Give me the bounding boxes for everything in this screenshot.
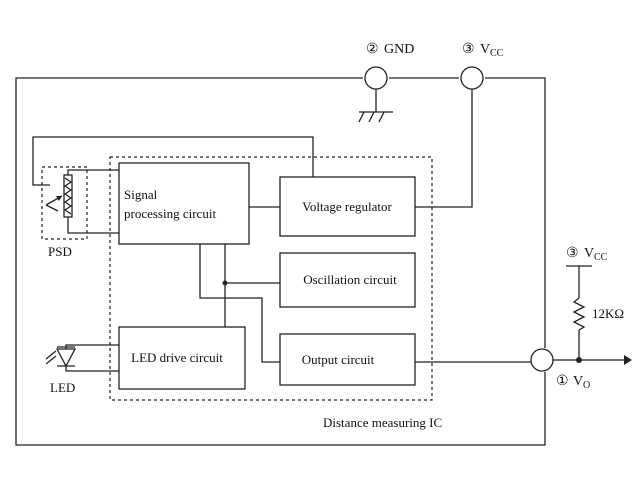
signal-processing-block [118,162,250,245]
oscillation-label: Oscillation circuit [303,272,397,287]
wire-signal-to-output [199,244,280,363]
psd-label: PSD [48,244,72,259]
output-arrow [624,355,632,365]
vcc-pin-subscript: CC [490,48,504,59]
vo-terminal [530,348,554,372]
vo-pin-subscript: O [583,380,590,391]
ground-symbol [358,111,393,123]
vcc-ext-pin-number: ③ [566,246,579,261]
voltage-regulator-label: Voltage regulator [302,199,392,214]
ic-label: Distance measuring IC [323,415,442,430]
vcc-ext-pin-label: V [584,246,594,261]
wire-junction-to-oscillation [224,244,280,284]
resistor-symbol [572,297,586,331]
gnd-terminal [364,66,388,90]
resistor-label: 12KΩ [592,306,624,321]
wire-psd-bottom [67,217,119,234]
oscillation-block [279,252,416,308]
signal-processing-label-2: processing circuit [124,206,216,221]
led-symbol [45,346,77,368]
psd-symbol [45,174,73,218]
output-label: Output circuit [302,352,375,367]
psd-boundary [41,166,88,240]
led-label: LED [50,380,75,395]
vo-pin-label: V [573,374,583,389]
voltage-regulator-block [279,176,416,237]
output-block [279,333,416,386]
led-drive-block [118,326,246,390]
vcc-pin-label: V [480,42,490,57]
vcc-terminal [460,66,484,90]
vo-pin-number: ① [556,374,569,389]
wire-psd-top [67,169,119,175]
vcc-wire [415,89,473,208]
led-drive-label: LED drive circuit [131,350,223,365]
package-outline [15,77,546,446]
vcc-ext-pin-subscript: CC [594,252,608,263]
vcc-pin-number: ③ [462,42,475,57]
signal-processing-label-1: Signal [124,187,158,202]
junction-dot-internal [222,280,228,286]
gnd-pin-label: GND [384,42,414,57]
gnd-pin-number: ② [366,42,379,57]
wire-psd-feedback [32,136,314,186]
ic-boundary [109,156,433,401]
